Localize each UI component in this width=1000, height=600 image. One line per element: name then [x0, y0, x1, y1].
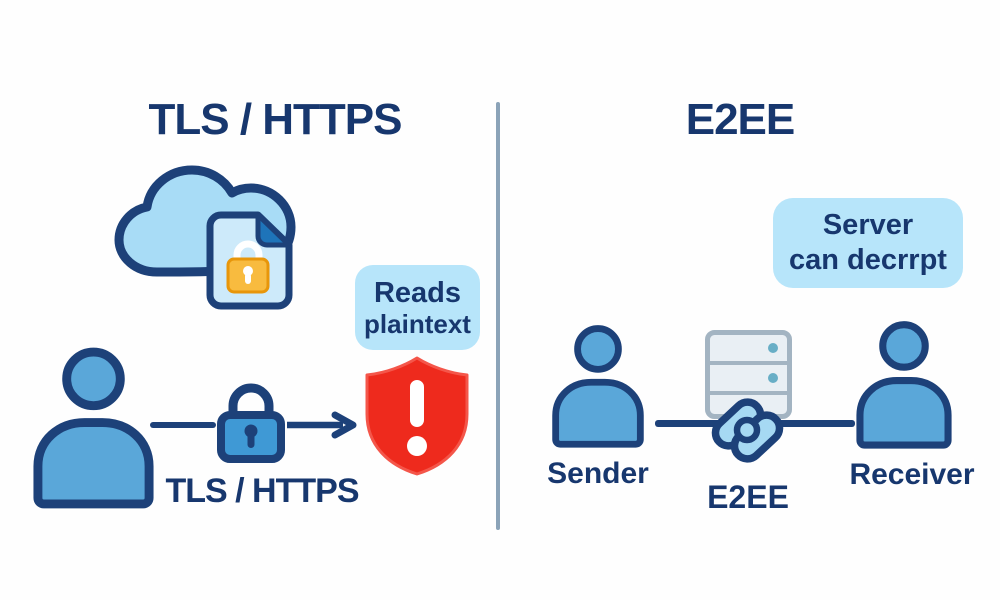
exclamation-mark — [407, 380, 427, 456]
server-indicator-dot — [768, 343, 778, 353]
badge-line: Server — [822, 209, 914, 241]
sender-person-icon — [552, 325, 644, 448]
left-panel-title: TLS / HTTPS — [148, 95, 403, 144]
client-person-icon — [33, 347, 154, 509]
server-icon — [705, 330, 792, 419]
chain-link-icon — [711, 398, 784, 463]
arrow-right-icon — [287, 411, 357, 439]
document-fold — [255, 212, 292, 248]
badge-line: Reads — [373, 276, 462, 309]
encrypted-document-icon — [206, 211, 293, 310]
receiver-person-icon — [856, 321, 952, 449]
tls-connection-label: TLS / HTTPS — [165, 472, 360, 510]
panel-divider — [496, 102, 500, 530]
sender-label: Sender — [547, 457, 649, 490]
right-panel-title: E2EE — [685, 95, 796, 144]
reads-plaintext-badge: Reads plaintext — [355, 265, 480, 350]
gold-padlock-icon — [226, 240, 270, 294]
server-indicator-dot — [768, 373, 778, 383]
warning-shield-icon — [365, 356, 469, 476]
server-decrypt-badge: Server can decrrpt — [773, 198, 963, 288]
badge-line: plaintext — [364, 308, 471, 339]
left-connection-line — [150, 422, 216, 428]
badge-line: can decrrpt — [789, 244, 947, 276]
e2ee-link-label: E2EE — [707, 479, 789, 515]
tls-padlock-icon — [217, 383, 285, 463]
receiver-label: Receiver — [849, 458, 975, 491]
